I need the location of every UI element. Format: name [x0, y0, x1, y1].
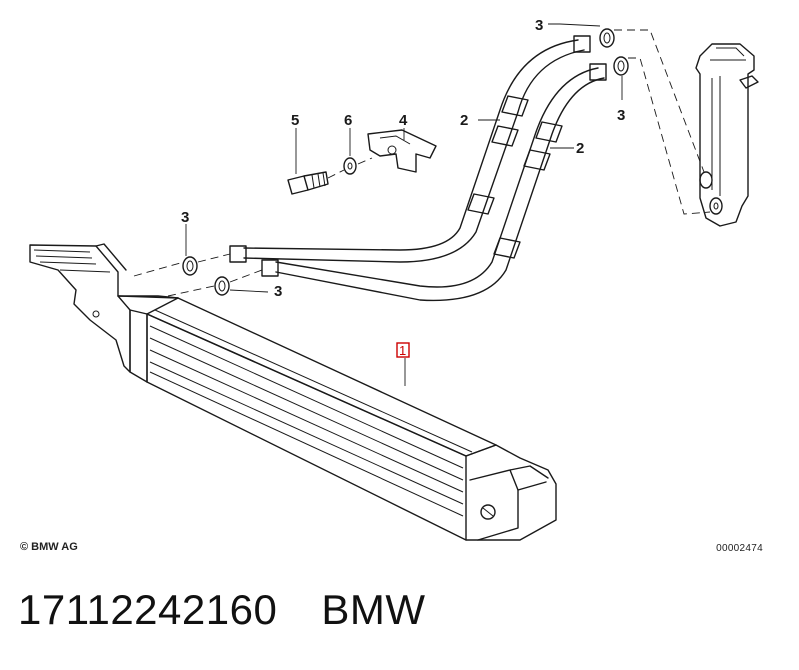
seal-top-callout[interactable]: 3 [535, 17, 543, 34]
hose-lower-callout[interactable]: 2 [576, 140, 584, 157]
connection-line-left-top [133, 261, 185, 277]
oil-hoses [229, 35, 607, 302]
connection-line-bolt [327, 169, 345, 179]
seal-left-callout[interactable]: 3 [181, 209, 189, 226]
radiator-mount [29, 243, 179, 373]
seal-rings [182, 28, 629, 296]
oil-cooler [117, 295, 557, 541]
seal-right-callout[interactable]: 3 [617, 107, 625, 124]
washer [343, 157, 357, 175]
bolt [287, 171, 329, 195]
bracket [367, 129, 437, 173]
connection-line-top [614, 29, 705, 173]
bolt-callout[interactable]: 5 [291, 112, 299, 129]
bracket-callout[interactable]: 4 [399, 112, 408, 129]
connection-line-left-bottom [167, 285, 215, 297]
transmission-fitting [695, 43, 759, 227]
connection-line-bottom [628, 57, 711, 215]
connection-line-hose-a [197, 253, 231, 263]
diagram-reference-code: 00002474 [716, 543, 763, 554]
cooler-callout-box [396, 342, 410, 358]
cooler-callout[interactable]: 1 [399, 343, 406, 358]
leader-lines [185, 23, 623, 386]
parts-diagram: 1 2 2 3 3 3 3 4 5 6 [29, 17, 759, 541]
washer-callout[interactable]: 6 [344, 112, 352, 129]
part-number: 17112242160 [18, 586, 278, 633]
hose-upper-callout[interactable]: 2 [460, 112, 468, 129]
part-caption: 17112242160 BMW [18, 586, 425, 634]
seal-bottom-callout[interactable]: 3 [274, 283, 282, 300]
brand-name: BMW [321, 586, 426, 633]
copyright-notice: © BMW AG [20, 541, 78, 553]
connection-line-hose-b [229, 269, 263, 283]
connection-line-washer [357, 157, 373, 165]
